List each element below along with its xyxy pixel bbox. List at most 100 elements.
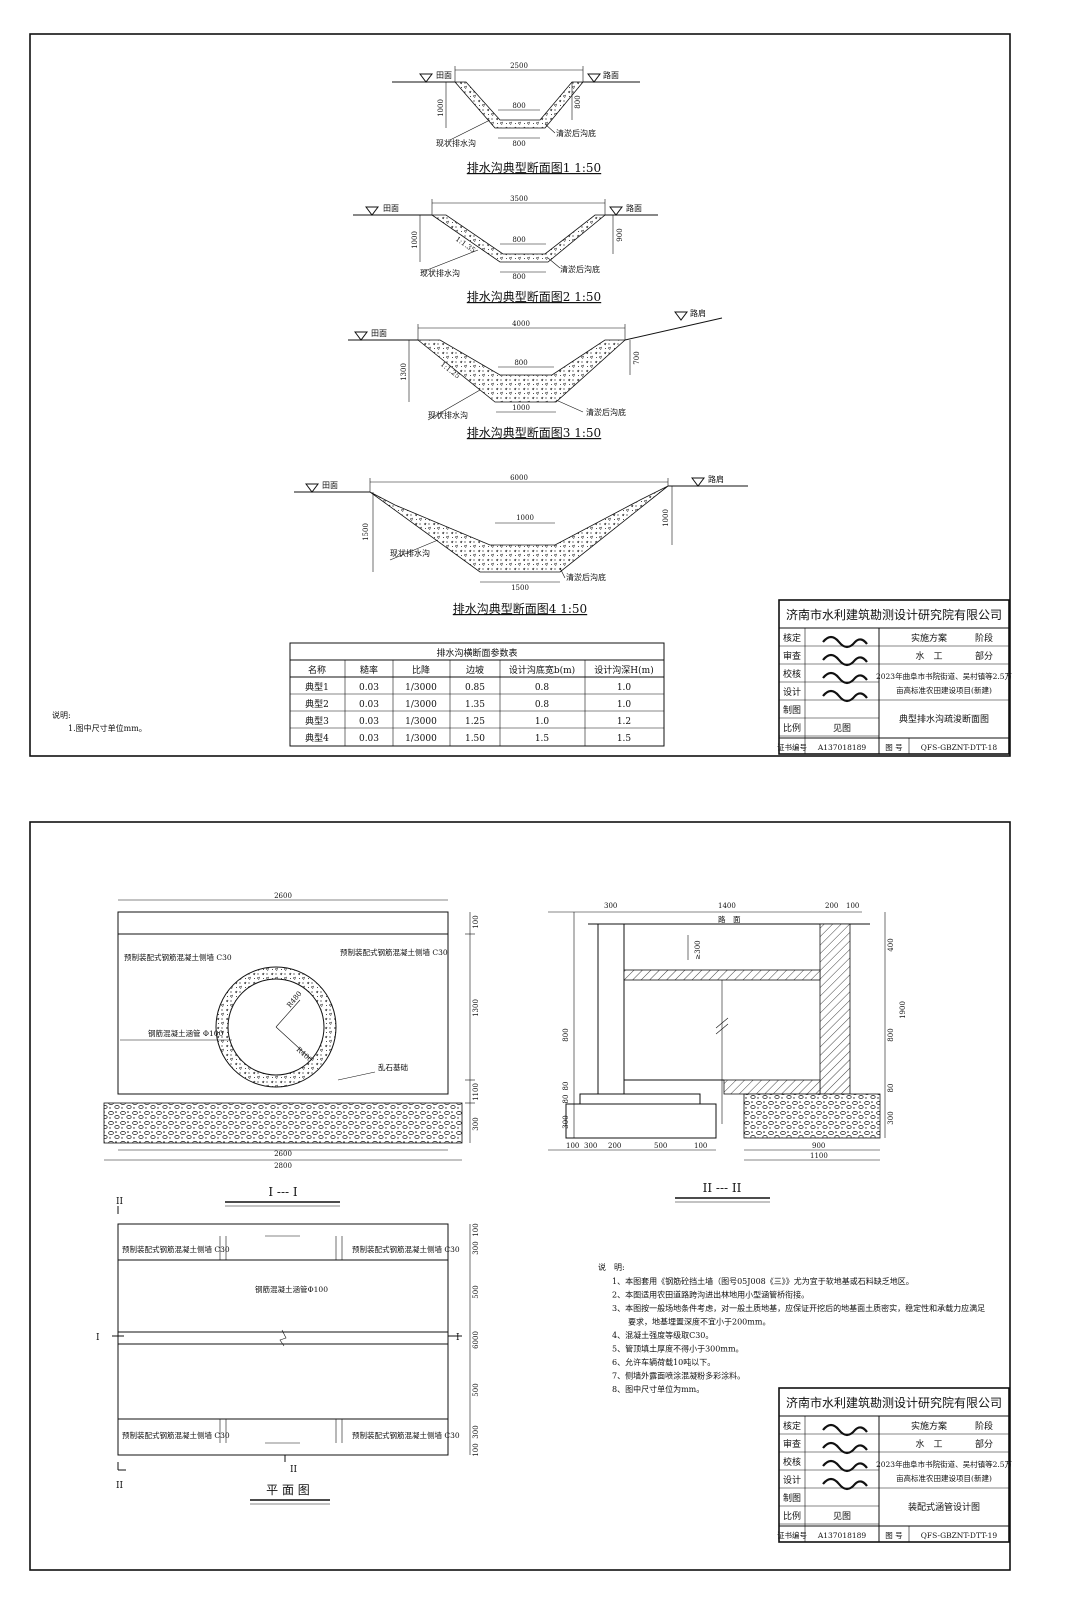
signature-mark (822, 1423, 868, 1437)
dim-depth-right: 900 (616, 228, 624, 241)
dept-value: 水 工 (915, 1438, 942, 1450)
dim-top: 800 (514, 359, 527, 367)
section-caption: 排水沟典型断面图3 1:50 (467, 425, 601, 440)
dept-label: 部分 (975, 650, 993, 662)
table-cell: 1.2 (617, 717, 631, 727)
dept-value: 水 工 (915, 650, 942, 662)
level-marker-icon (674, 311, 688, 321)
signature-mark (822, 1459, 868, 1473)
role-label: 审查 (783, 1438, 801, 1450)
level-marker-icon (587, 73, 601, 83)
table-cell: 0.8 (535, 700, 550, 710)
signature-mark (822, 689, 868, 703)
company-name: 济南市水利建筑勘测设计研究院有限公司 (786, 1395, 1002, 1410)
table-cell: 1.5 (617, 734, 632, 744)
note-line: 1.图中尺寸单位mm。 (68, 723, 147, 733)
scale-value: 见图 (833, 723, 851, 734)
dim-bottom: 800 (512, 140, 525, 148)
table-header: 糙率 (360, 664, 378, 676)
sheet2-border (29, 821, 1011, 1571)
dim-bottom-2: 2800 (274, 1162, 292, 1170)
plan-caption: 平 面 图 (266, 1483, 310, 1497)
dim-width: 6000 (510, 474, 528, 482)
dim-right: 300 (887, 1111, 895, 1124)
table-cell: 0.03 (359, 734, 379, 744)
notes-title: 说明: (52, 710, 71, 720)
table-cell: 1/3000 (405, 700, 437, 710)
ditch-section-2: 3500 800 800 1000 900 1:1.35 田面 路面 现状排水沟… (353, 195, 658, 304)
dim-bottom-right: 900 (812, 1142, 825, 1150)
role-label: 设计 (783, 686, 801, 698)
side-view: 300 1400 200 100 路 面 ≥300 800 80 80 300 … (548, 902, 907, 1203)
role-label: 核定 (783, 1420, 801, 1432)
table-header: 名称 (308, 664, 326, 676)
dim-top: 800 (512, 102, 525, 110)
drawing-no: QFS-GBZNT-DTT-18 (921, 743, 998, 752)
front-view: 2600 2600 2800 预制装配式钢筋混凝土侧墙 C30 预制装配式钢筋混… (103, 892, 480, 1207)
dim-right: 6000 (472, 1331, 480, 1349)
section-marker: II (116, 1481, 124, 1491)
table-cell: 1/3000 (405, 717, 437, 727)
dim-bottom: 200 (608, 1142, 621, 1150)
table-cell: 典型3 (305, 715, 329, 727)
table-cell: 0.03 (359, 683, 379, 693)
table-header: 设计沟深H(m) (594, 664, 653, 676)
scale-value: 见图 (833, 1511, 851, 1522)
dim-left: 300 (562, 1115, 570, 1128)
label-dredge: 清淤后沟底 (566, 572, 606, 582)
table-cell: 1.50 (465, 734, 485, 744)
role-label: 核定 (783, 632, 801, 644)
dim-left: 80 (562, 1095, 570, 1104)
note-line: 8、图中尺寸单位为mm。 (612, 1384, 704, 1394)
dim-depth-left: 1300 (400, 363, 408, 381)
dim-top: 1000 (516, 514, 534, 522)
dim-depth-right: 800 (574, 95, 582, 108)
level-marker-icon (354, 331, 368, 341)
level-marker-icon (365, 206, 379, 216)
label-dredge: 清淤后沟底 (586, 407, 626, 417)
road-label: 路 面 (718, 914, 741, 924)
label-ditch: 现状排水沟 (390, 548, 430, 558)
dim-bottom: 500 (654, 1142, 667, 1150)
table-cell: 典型1 (305, 681, 329, 693)
role-label: 审查 (783, 650, 801, 662)
note-line: 1、本图套用《钢筋砼挡土墙（图号05J008《三》》尤为宜于软地基或石料缺乏地区… (612, 1276, 914, 1286)
table-header: 比降 (412, 664, 430, 676)
dim-depth-right: 700 (633, 351, 641, 364)
ditch-section-4: 6000 1000 1500 1500 1000 田面 路肩 现状排水沟 清淤后… (294, 474, 748, 616)
wall-label: 预制装配式钢筋混凝土侧墙 C30 (352, 1244, 460, 1254)
cert-no: A137018189 (817, 1531, 867, 1540)
side-caption: II --- II (703, 1181, 742, 1195)
dim-top: 100 (846, 902, 859, 910)
company-name: 济南市水利建筑勘测设计研究院有限公司 (786, 607, 1002, 622)
pipe-label: 钢筋混凝土涵管 Φ100 (148, 1028, 224, 1038)
table-cell: 1.35 (465, 700, 485, 710)
note-line: 6、允许车辆荷载10吨以下。 (612, 1357, 715, 1367)
dim-right: 100 (472, 1443, 480, 1456)
stage-value: 实施方案 (911, 1420, 947, 1432)
dim-depth-left: 1000 (411, 231, 419, 249)
dim-bottom-1: 2600 (274, 1150, 292, 1158)
title-block-2: 济南市水利建筑勘测设计研究院有限公司核定审查校核设计制图比例见图实施方案阶段水 … (777, 1387, 1013, 1543)
stage-value: 实施方案 (911, 632, 947, 644)
label-right: 路肩 (690, 308, 706, 318)
role-label: 制图 (783, 1492, 801, 1504)
label-right: 路面 (603, 70, 619, 80)
table-cell: 典型2 (305, 698, 329, 710)
label-ditch: 现状排水沟 (436, 138, 476, 148)
sheet1-border (29, 33, 1011, 757)
level-marker-icon (419, 73, 433, 83)
dim-bottom-right: 1100 (810, 1152, 828, 1160)
drawing-no-label: 图 号 (885, 743, 902, 752)
dim-top: 2600 (274, 892, 292, 900)
table-title: 排水沟横断面参数表 (436, 647, 517, 659)
label-left: 田面 (383, 204, 399, 213)
dim-right: 800 (887, 1028, 895, 1041)
project-line: 亩高标准农田建设项目(新建) (896, 685, 992, 695)
table-cell: 1/3000 (405, 734, 437, 744)
wall-label: 预制装配式钢筋混凝土侧墙 C30 (122, 1430, 230, 1440)
signature-mark (822, 671, 868, 685)
dim-right: 300 (472, 1117, 480, 1130)
note-line: 5、管顶填土厚度不得小于300mm。 (612, 1344, 744, 1354)
